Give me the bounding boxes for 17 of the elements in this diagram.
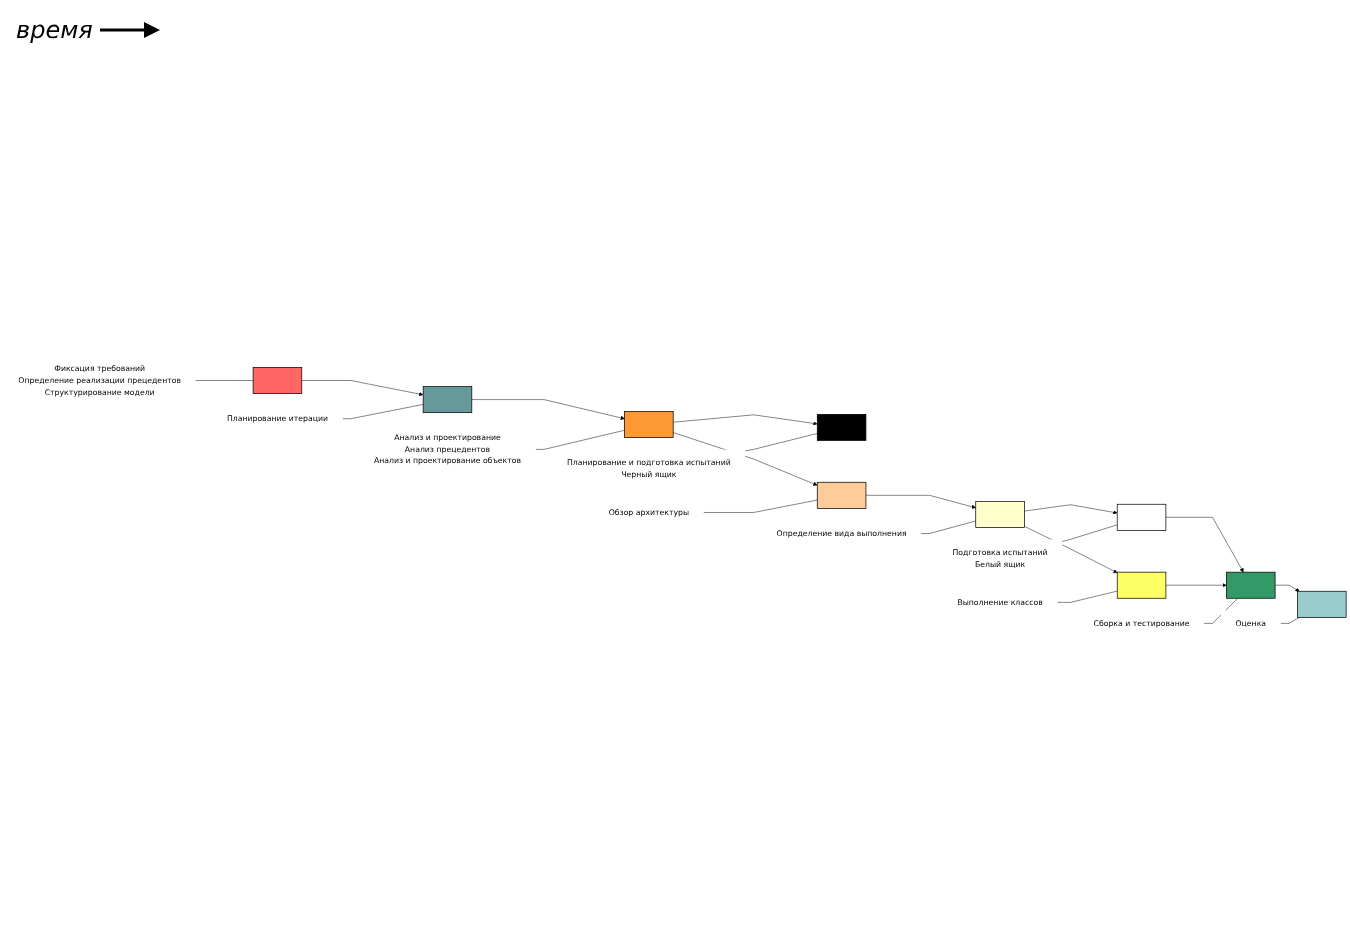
time-label: время: [16, 16, 93, 44]
node-box: [816, 413, 867, 441]
connector: [1203, 597, 1238, 624]
node-box: [975, 500, 1025, 528]
node-box: [252, 366, 303, 394]
node-box: [1226, 571, 1276, 599]
node-box: [816, 481, 867, 509]
node-box: [1297, 590, 1347, 618]
node-box: [1116, 571, 1167, 599]
connector: [1280, 616, 1300, 624]
node-box: [422, 386, 473, 413]
node-box: [624, 410, 674, 438]
connector: [535, 429, 625, 450]
connector: [342, 404, 424, 419]
connector: [744, 433, 818, 451]
node-box: [1116, 503, 1167, 531]
connector: [920, 520, 976, 534]
